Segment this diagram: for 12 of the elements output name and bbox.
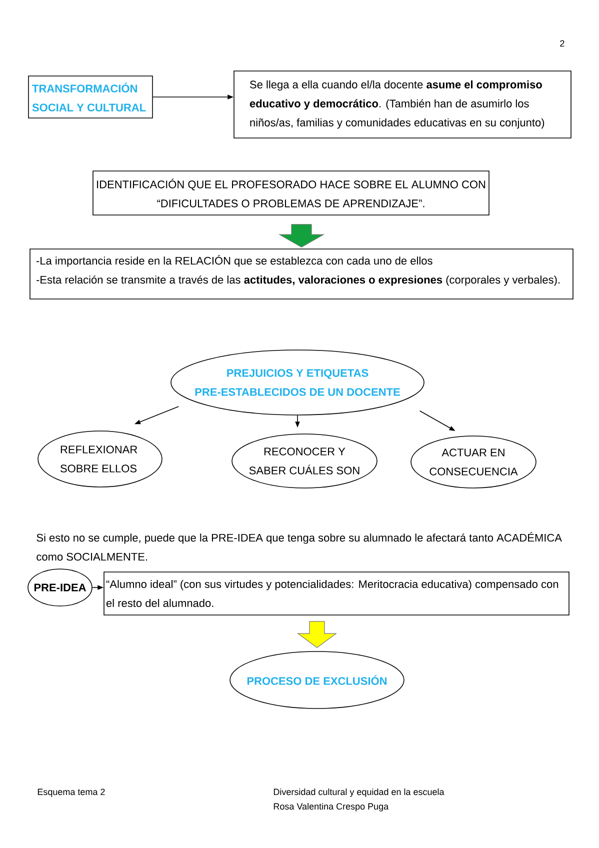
- footer-text: Diversidad cultural y equidad en la escuela: [274, 788, 444, 797]
- text-box: -La importancia reside en la RELACIÓN que se establezca con cada uno de ellos -Esta relación se transmite a través de las actitudes, valoraciones o expresiones (corporales y verbales).: [30, 248, 574, 300]
- text-box: Se llega a ella cuando el/la docente asume el compromiso educativo y democrático. (También han de asumirlo los niños/as, familias y comunidades educativas en su conjunto): [234, 70, 572, 138]
- text-box: IDENTIFICACIÓN QUE EL PROFESORADO HACE SOBRE EL ALUMNO CON “DIFICULTADES O PROBLEMAS DE APRENDIZAJE”.: [92, 170, 490, 216]
- footer-text: Rosa Valentina Crespo Puga: [274, 802, 389, 812]
- block-arrow: [278, 224, 325, 248]
- footer-text: Esquema tema 2: [38, 788, 105, 797]
- page-number: 2: [560, 40, 564, 46]
- heading-box: TRANSFORMACIÓN SOCIAL Y CULTURAL: [28, 76, 153, 118]
- paragraph: Si esto no se cumple, puede que la PRE-IDEA que tenga sobre su alumnado le afectará tanto ACADÉMICA como SOCIALMENTE.: [36, 532, 562, 561]
- text-box: “Alumno ideal” (con sus virtudes y potencialidades: Meritocracia educativa) compensado con el resto del alumnado.: [104, 572, 570, 616]
- block-arrow: [297, 621, 337, 648]
